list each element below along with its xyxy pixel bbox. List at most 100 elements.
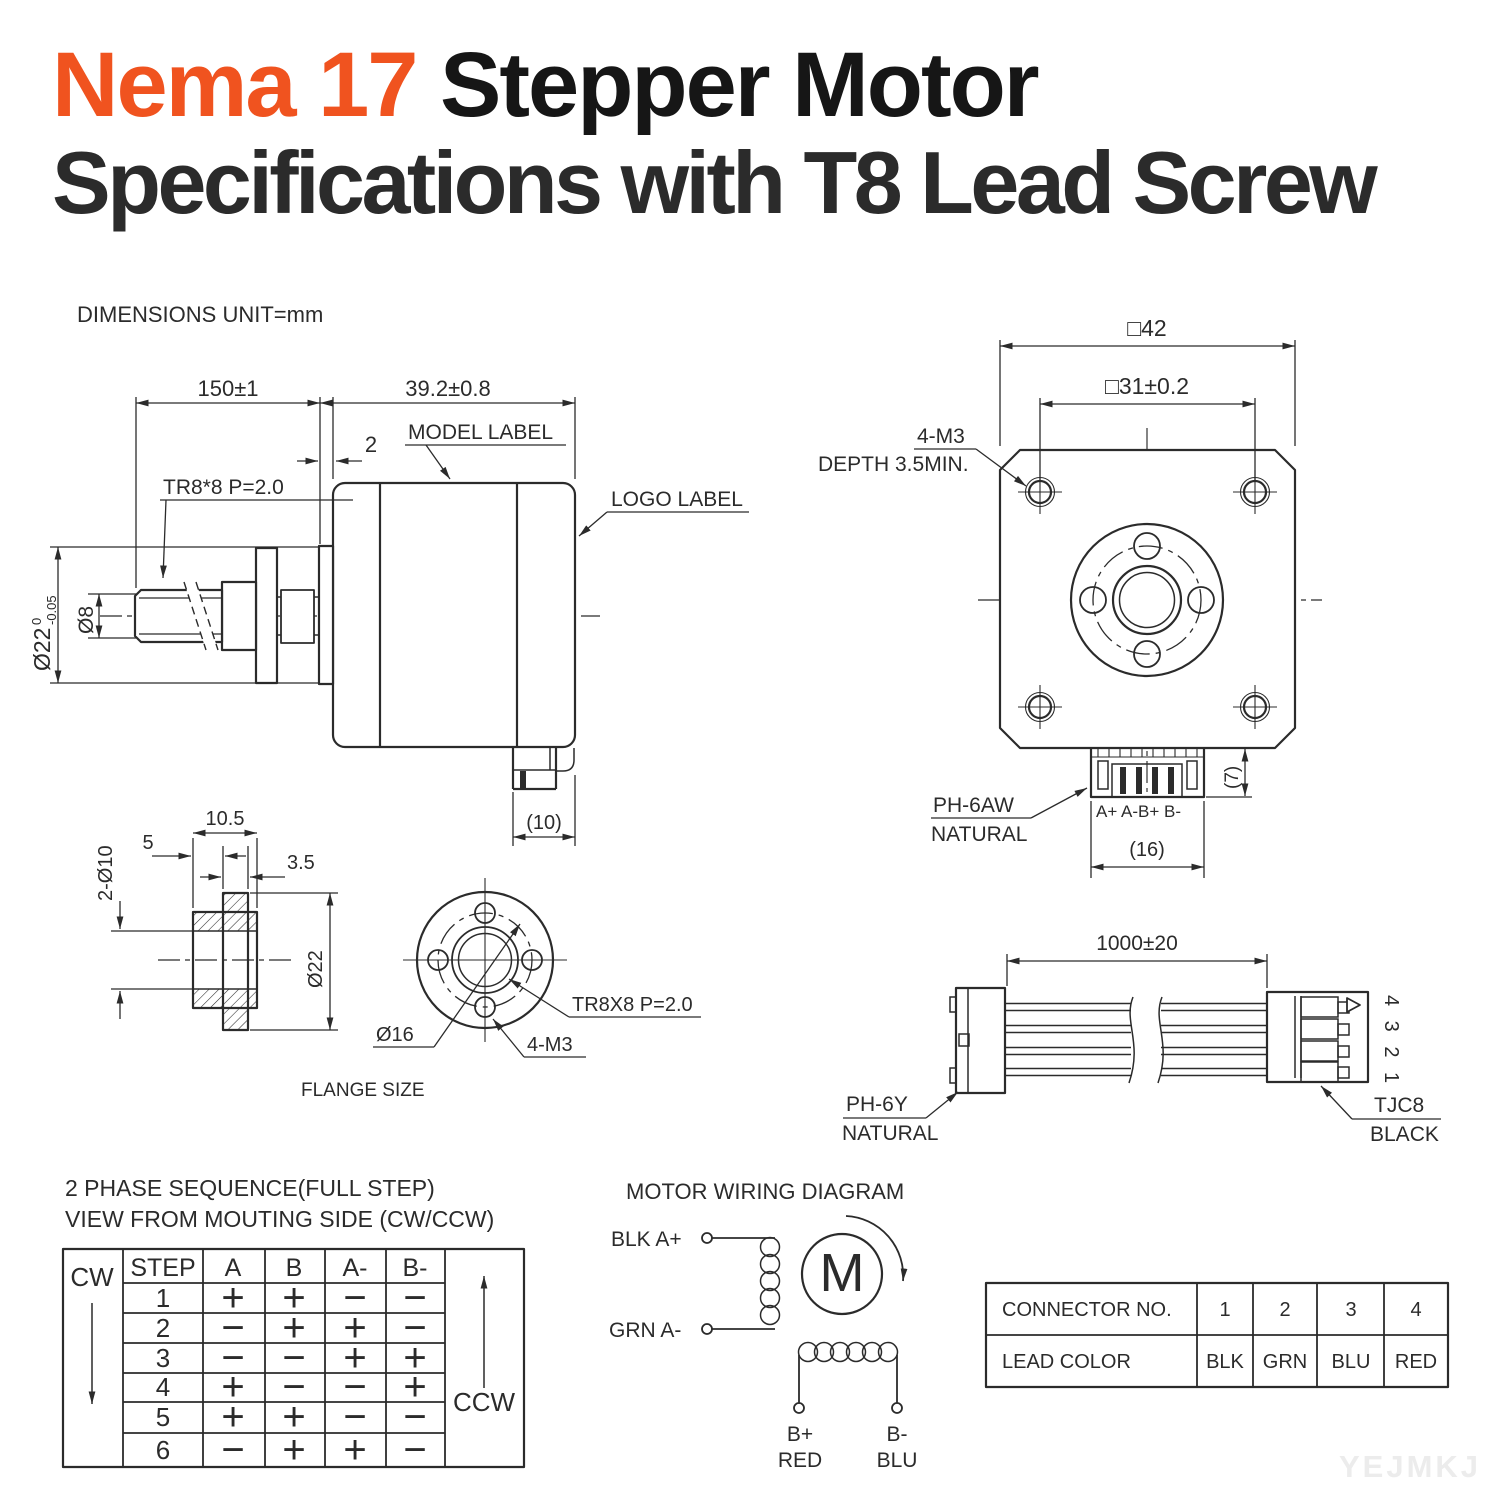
terminal-b-plus [793, 1402, 805, 1414]
phase-cell: − [403, 1276, 426, 1320]
phase-header-bm: B- [403, 1254, 428, 1282]
dim-text-fdia22: Ø22 [305, 950, 327, 988]
dim-ext-fdia22 [250, 892, 338, 1031]
motor-symbol-letter: M [820, 1243, 865, 1303]
flange-disc-side [254, 546, 279, 685]
dim-text-150: 150±1 [197, 376, 258, 401]
phase-cell: − [343, 1276, 366, 1320]
watermark: YEJMKJ [1339, 1449, 1481, 1484]
wire-break-left [1128, 996, 1135, 1084]
phase-table: CW CCW STEP A B A- B- 1 + + − − 2 − + + … [61, 1247, 526, 1472]
phase-title-line1: 2 PHASE SEQUENCE(FULL STEP) [65, 1175, 435, 1201]
dim-text-105: 10.5 [206, 808, 245, 830]
cable-assembly-drawing: 1000±20 4 3 2 1 [842, 932, 1441, 1146]
page-title: Nema 17 Stepper Motor Specifications wit… [52, 34, 1382, 232]
flange-thread-leader [508, 978, 570, 1018]
cable-right-name: TJC8 [1374, 1094, 1424, 1117]
side-connector-housing [511, 747, 558, 791]
phase-cell: − [343, 1365, 366, 1409]
dim-text-dia8-group: Ø8 [75, 606, 98, 634]
units-note: DIMENSIONS UNIT=mm [77, 302, 323, 327]
shaft-break-lines [183, 581, 219, 651]
phase-cell: + [282, 1306, 305, 1350]
phase-step: 4 [156, 1372, 170, 1402]
hatch-disc-bottom [223, 1008, 248, 1030]
phase-cell: − [403, 1395, 426, 1439]
cable-wires [1005, 996, 1267, 1084]
dim-text-7: (7) [1222, 766, 1243, 789]
flange-thread-label: TR8X8 P=2.0 [572, 994, 693, 1016]
connector-table: CONNECTOR NO. LEAD COLOR 1 2 3 4 BLK GRN… [984, 1281, 1450, 1389]
m3-depth-label: DEPTH 3.5MIN. [818, 453, 969, 476]
connector-no-4: 4 [1410, 1299, 1421, 1321]
hatch-bottom [193, 989, 257, 1008]
dim-text-31: □31±0.2 [1105, 373, 1189, 399]
flange-m3-label: 4-M3 [527, 1034, 573, 1056]
dim-text-dia22-group: Ø22 0 -0.05 [29, 595, 59, 671]
cable-left-leader [925, 1091, 959, 1119]
front-view-drawing: □42 □31±0.2 4-M3 DEPTH 3.5MIN. (7) [818, 315, 1322, 878]
flange-hole-bottom [474, 996, 496, 1018]
phase-step: 5 [156, 1402, 170, 1432]
cable-right-connector [1265, 990, 1370, 1084]
cable-right-color: BLACK [1370, 1123, 1439, 1146]
dim-text-39: 39.2±0.8 [405, 376, 490, 401]
phase-step: 6 [156, 1435, 170, 1465]
shaft-break-gap [184, 582, 218, 650]
flange-m3-leader [492, 1018, 525, 1058]
boss-hole-bottom [1133, 640, 1161, 668]
phase-step: 3 [156, 1343, 170, 1373]
dim-ext-150 [135, 397, 334, 588]
phase-cell: + [221, 1276, 244, 1320]
lead-color-label: LEAD COLOR [1002, 1351, 1131, 1373]
model-label-leader [425, 444, 451, 480]
lead-color-4: RED [1395, 1351, 1437, 1373]
phase-step: 1 [156, 1283, 170, 1313]
hatch-disc-top [223, 893, 248, 912]
phase-sequence-section: 2 PHASE SEQUENCE(FULL STEP) VIEW FROM MO… [61, 1175, 526, 1472]
phase-title-line2: VIEW FROM MOUTING SIDE (CW/CCW) [65, 1206, 494, 1232]
polarity-triangle-icon [1346, 997, 1361, 1013]
connector-color-label: NATURAL [931, 823, 1027, 846]
phase-header-step: STEP [130, 1254, 195, 1282]
connector-no-2: 2 [1279, 1299, 1290, 1321]
terminal-a-plus [701, 1232, 713, 1244]
phase-header-a: A [225, 1254, 242, 1282]
boss-hole-top [1133, 532, 1161, 560]
phase-cell: + [403, 1336, 426, 1380]
motor-face-outline [998, 448, 1297, 750]
dim-ext-1000 [1006, 954, 1268, 988]
phase-header-b: B [286, 1254, 303, 1282]
rotation-arrow-icon [845, 1215, 908, 1282]
wire-a-minus-label: GRN A- [609, 1319, 681, 1342]
b-plus-color-label: RED [778, 1449, 822, 1472]
flange-caption: FLANGE SIZE [301, 1080, 425, 1101]
pin-numbers-group: 4 3 2 1 [1380, 995, 1402, 1088]
phase-header-am: A- [343, 1254, 368, 1282]
cable-right-leader [1320, 1085, 1353, 1120]
bolt-circle-leader [433, 923, 521, 1048]
connector-leader [1030, 787, 1088, 819]
motor-body-label-dividers [378, 483, 519, 747]
connector-no-label: CONNECTOR NO. [1002, 1299, 1172, 1321]
flange-thread-circle [457, 932, 513, 988]
flange-outer-circle [415, 890, 555, 1030]
model-label: MODEL LABEL [408, 421, 553, 444]
phase-cell: + [221, 1395, 244, 1439]
phase-cell: − [282, 1336, 305, 1380]
m3-label: 4-M3 [917, 425, 965, 448]
wiring-title: MOTOR WIRING DIAGRAM [626, 1179, 904, 1204]
phase-cell: − [221, 1306, 244, 1350]
hatch-top [193, 912, 257, 931]
flange-hole-left [427, 949, 449, 971]
phase-cell: − [221, 1428, 244, 1472]
flange-bore-circle [451, 926, 519, 994]
phase-cell: + [343, 1428, 366, 1472]
bolt-circle-label: Ø16 [376, 1024, 414, 1046]
dim-text-fdia22-group: Ø22 [305, 950, 327, 988]
boss-hole-left [1079, 586, 1107, 614]
cable-left-name: PH-6Y [846, 1093, 908, 1116]
ccw-label: CCW [453, 1387, 516, 1417]
dim-text-42: □42 [1127, 315, 1166, 341]
